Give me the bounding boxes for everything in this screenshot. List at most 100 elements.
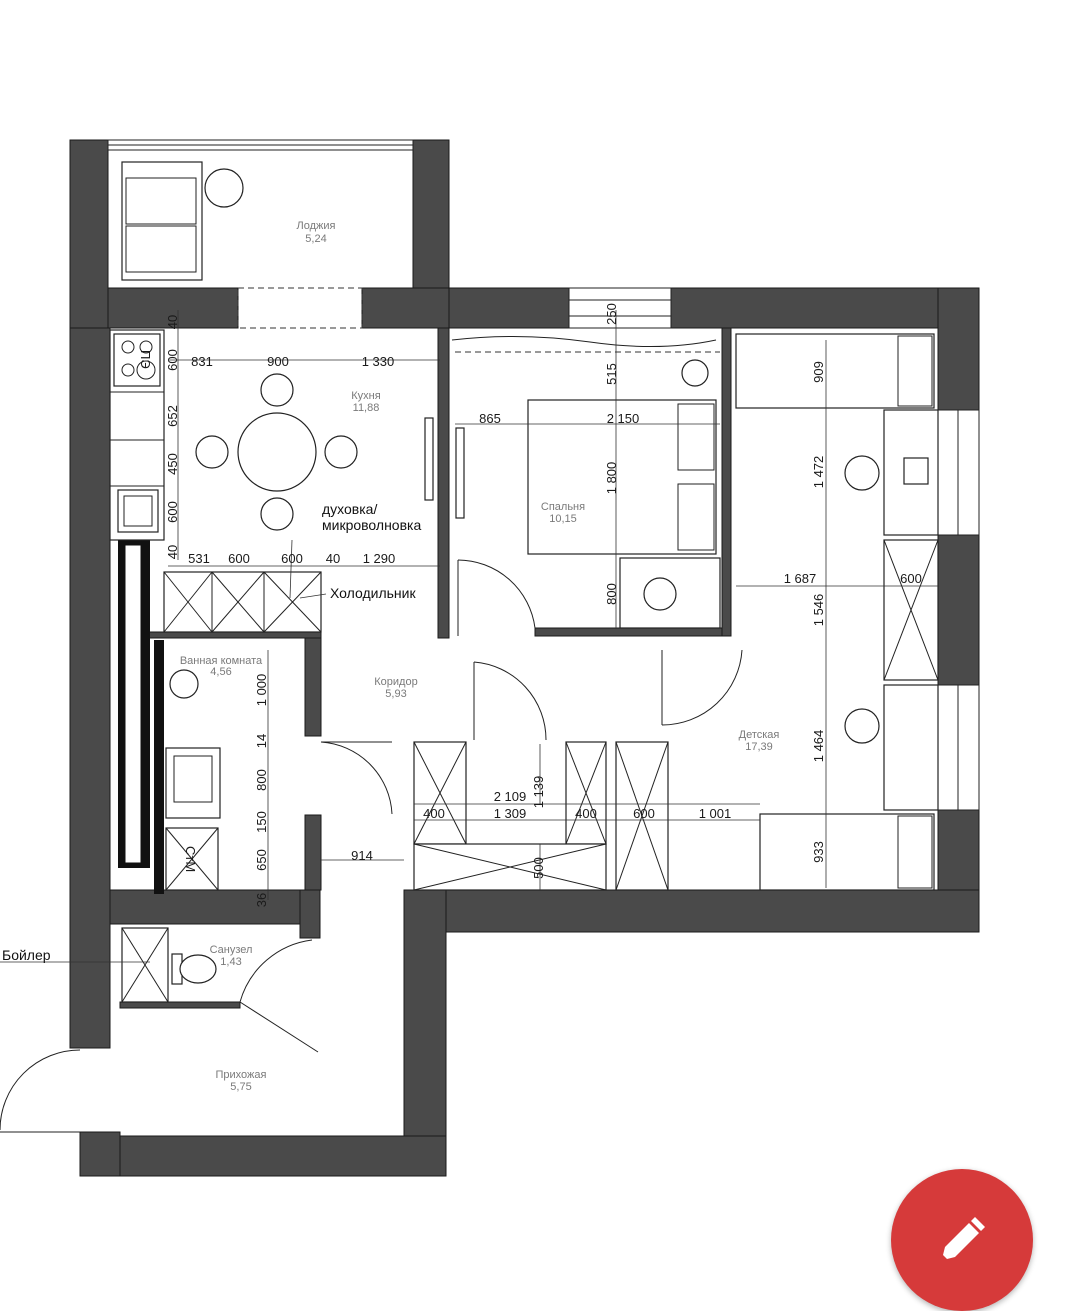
wall-loggia-bottom-left	[107, 287, 239, 329]
bathroom-furniture	[165, 669, 393, 891]
kids-bed-bottom	[759, 813, 935, 891]
wall-bath-right-low	[304, 814, 322, 891]
kids-furniture	[661, 333, 939, 891]
room-area-hall: 5,75	[230, 1081, 251, 1093]
dim-k-652: 652	[165, 405, 180, 427]
dim-c-2109: 2 109	[494, 789, 527, 804]
room-name-kitchen: Кухня	[351, 390, 380, 402]
dim-d-909: 909	[811, 361, 826, 383]
wc-furniture	[0, 927, 319, 1133]
room-name-kids: Детская	[739, 729, 780, 741]
fridge-cabinets	[163, 571, 322, 633]
kids-desk-2	[883, 684, 939, 811]
room-area-kitchen: 11,88	[353, 402, 380, 414]
dim-c-400b: 400	[575, 806, 597, 821]
label-stove: ПЭ	[138, 350, 153, 369]
room-name-loggia: Лоджия	[297, 220, 336, 232]
floor-plan: Лоджия 5,24 Кухня 11,88 Спальня 10,15 Де…	[0, 139, 980, 1177]
chair	[260, 373, 294, 407]
dim-d-933: 933	[811, 841, 826, 863]
dim-c-1139: 1 139	[531, 776, 546, 809]
edit-button[interactable]	[891, 1169, 1033, 1311]
dimensions: 40 600 652 450 600 40 831 900 1 330 531 …	[165, 303, 922, 907]
dim-b-2150: 2 150	[607, 411, 640, 426]
chair	[324, 435, 358, 469]
room-name-hall: Прихожая	[216, 1069, 267, 1081]
dim-k-600a: 600	[165, 349, 180, 371]
dim-k-831: 831	[191, 354, 213, 369]
kids-chair-2	[844, 708, 880, 744]
chair	[260, 497, 294, 531]
wall-wc-right	[299, 889, 321, 939]
dim-d-600: 600	[900, 571, 922, 586]
pencil-icon	[943, 1217, 985, 1259]
dim-k-40a: 40	[165, 315, 180, 329]
dim-w-800: 800	[254, 769, 269, 791]
bed	[527, 399, 717, 555]
wall-loggia-left	[69, 139, 109, 329]
walls	[69, 139, 980, 1177]
dim-b-515: 515	[604, 363, 619, 385]
loggia-table	[204, 168, 244, 208]
kids-bed-top	[735, 333, 935, 409]
chair	[195, 435, 229, 469]
dimension-lines	[0, 310, 938, 963]
wall-kitchen-bath	[145, 631, 322, 639]
stove	[113, 333, 161, 387]
room-name-corridor: Коридор	[374, 676, 417, 688]
note-fridge: Холодильник	[330, 585, 416, 601]
desk-chair	[643, 577, 677, 611]
dim-c-1309: 1 309	[494, 806, 527, 821]
dim-k-600b: 600	[165, 501, 180, 523]
wall-bedroom-bottom	[534, 627, 731, 637]
room-name-bedroom: Спальня	[541, 501, 585, 513]
room-area-bathroom: 4,56	[210, 666, 231, 678]
note-boiler: Бойлер	[2, 947, 51, 963]
room-name-wc: Санузел	[210, 944, 253, 956]
dim-d-1464: 1 464	[811, 730, 826, 763]
dim-d-1472: 1 472	[811, 456, 826, 489]
wall-west	[69, 327, 111, 1049]
dim-k-531: 531	[188, 551, 210, 566]
room-area-kids: 17,39	[745, 741, 773, 753]
sink	[169, 669, 199, 699]
wall-north-bedroom	[448, 287, 570, 329]
dim-k-1290: 1 290	[363, 551, 396, 566]
dim-k-600c: 600	[228, 551, 250, 566]
label-washer: СтМ	[183, 846, 198, 872]
vanity	[165, 747, 221, 819]
wall-south	[79, 1135, 447, 1177]
dim-w-36: 36	[254, 893, 269, 907]
dim-k-450: 450	[165, 453, 180, 475]
wall-kitchen-bedroom	[437, 327, 450, 639]
wall-bath-right	[304, 635, 322, 737]
note-oven: духовка/	[322, 501, 377, 517]
dim-d-1001: 1 001	[699, 806, 732, 821]
wall-loggia-right	[412, 139, 450, 289]
dim-w-914: 914	[351, 848, 373, 863]
loggia-furniture	[121, 161, 244, 281]
dim-b-865: 865	[479, 411, 501, 426]
dim-c-500: 500	[531, 857, 546, 879]
dim-c-400a: 400	[423, 806, 445, 821]
oven	[117, 489, 159, 533]
loggia-sofa	[121, 161, 203, 281]
wall-bedroom-right	[721, 327, 732, 637]
dim-b-1800: 1 800	[604, 462, 619, 495]
note-microwave: микроволновка	[322, 517, 421, 533]
kitchen-furniture	[109, 329, 465, 633]
duct-inner	[124, 544, 142, 864]
room-labels: Лоджия 5,24 Кухня 11,88 Спальня 10,15 Де…	[180, 220, 780, 1093]
room-area-corridor: 5,93	[385, 688, 406, 700]
dim-k-600d: 600	[281, 551, 303, 566]
dining-table	[237, 412, 317, 492]
wall-east-2	[937, 534, 980, 686]
dim-c-600: 600	[633, 806, 655, 821]
annotations: духовка/ микроволновка Холодильник Бойле…	[2, 350, 421, 963]
room-area-wc: 1,43	[220, 956, 241, 968]
dim-d-1687: 1 687	[784, 571, 817, 586]
dim-d-1546: 1 546	[811, 594, 826, 627]
wall-wc-bottom	[119, 1001, 241, 1009]
room-area-loggia: 5,24	[305, 233, 326, 245]
dim-w-1000: 1 000	[254, 674, 269, 707]
